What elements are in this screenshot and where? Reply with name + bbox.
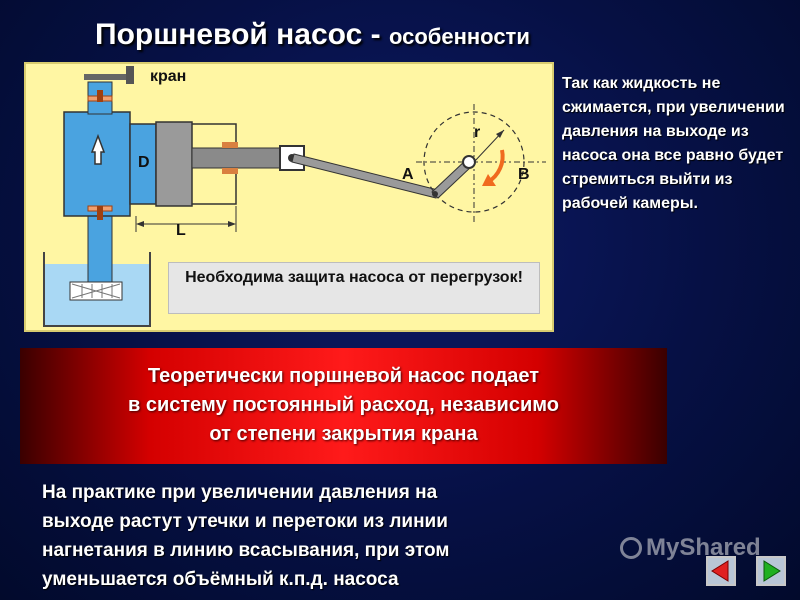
filter-mesh xyxy=(71,283,121,299)
label-A: A xyxy=(402,166,414,183)
rotation-arrow xyxy=(486,149,505,184)
watermark-logo-icon xyxy=(620,537,642,559)
label-L: L xyxy=(176,222,186,239)
highlight-line-2: в систему постоянный расход, независимо xyxy=(127,394,559,416)
pump-diagram: кран D L r A B Необходима защита насоса … xyxy=(24,62,554,332)
watermark: MyShared xyxy=(620,534,761,562)
piston xyxy=(155,121,193,207)
suction-valve-stem xyxy=(97,206,103,220)
rod-joint-A xyxy=(432,191,438,197)
flow-arrow-icon xyxy=(90,133,106,165)
rod-seal-top xyxy=(222,142,238,148)
prev-slide-button[interactable] xyxy=(706,556,736,586)
gland-top xyxy=(192,123,237,142)
practice-note: На практике при увеличении давления на в… xyxy=(42,478,642,594)
tank-wall xyxy=(43,252,151,327)
cylinder-bore xyxy=(129,123,157,205)
crank-pin xyxy=(462,155,476,169)
title-sub: особенности xyxy=(388,24,530,49)
arrow-right-icon xyxy=(763,560,781,582)
next-slide-button[interactable] xyxy=(756,556,786,586)
practice-line-1: На практике при увеличении давления на xyxy=(42,482,438,503)
title-main: Поршневой насос xyxy=(95,18,363,51)
piston-rod xyxy=(191,147,281,169)
discharge-line xyxy=(84,74,134,80)
label-kran: кран xyxy=(150,68,187,85)
highlight-line-1: Теоретически поршневой насос подает xyxy=(147,365,540,387)
side-note: Так как жидкость не сжимается, при увели… xyxy=(562,75,785,212)
arrow-left-icon xyxy=(711,560,729,582)
dim-L-arrow-right xyxy=(228,221,236,227)
practice-line-4: уменьшается объёмный к.п.д. насоса xyxy=(42,569,399,590)
label-r: r xyxy=(474,124,481,141)
practice-line-2: выходе растут утечки и перетоки из линии xyxy=(42,511,448,532)
label-D: D xyxy=(138,154,150,171)
dim-L-arrow-left xyxy=(136,221,144,227)
rod-seal-bottom xyxy=(222,168,238,174)
title-dash: - xyxy=(362,18,389,51)
slide-title: Поршневой насос - особенности xyxy=(95,18,530,52)
pump-schematic xyxy=(43,66,546,327)
overload-warning: Необходима защита насоса от перегрузок! xyxy=(168,262,540,314)
highlight-box: Теоретически поршневой насос подает в си… xyxy=(20,348,667,464)
discharge-valve-stem xyxy=(97,90,103,102)
suction-pipe xyxy=(87,213,113,287)
radius-arrowhead xyxy=(496,130,504,138)
practice-line-3: нагнетания в линию всасывания, при этом xyxy=(42,540,450,561)
rotation-arrowhead-icon xyxy=(482,174,496,186)
kran-valve xyxy=(126,66,134,84)
highlight-line-3: от степени закрытия крана xyxy=(209,423,478,445)
label-B: B xyxy=(518,166,530,183)
gland-bottom xyxy=(192,174,237,205)
connecting-rod xyxy=(291,153,439,199)
watermark-text: MyShared xyxy=(646,534,761,561)
